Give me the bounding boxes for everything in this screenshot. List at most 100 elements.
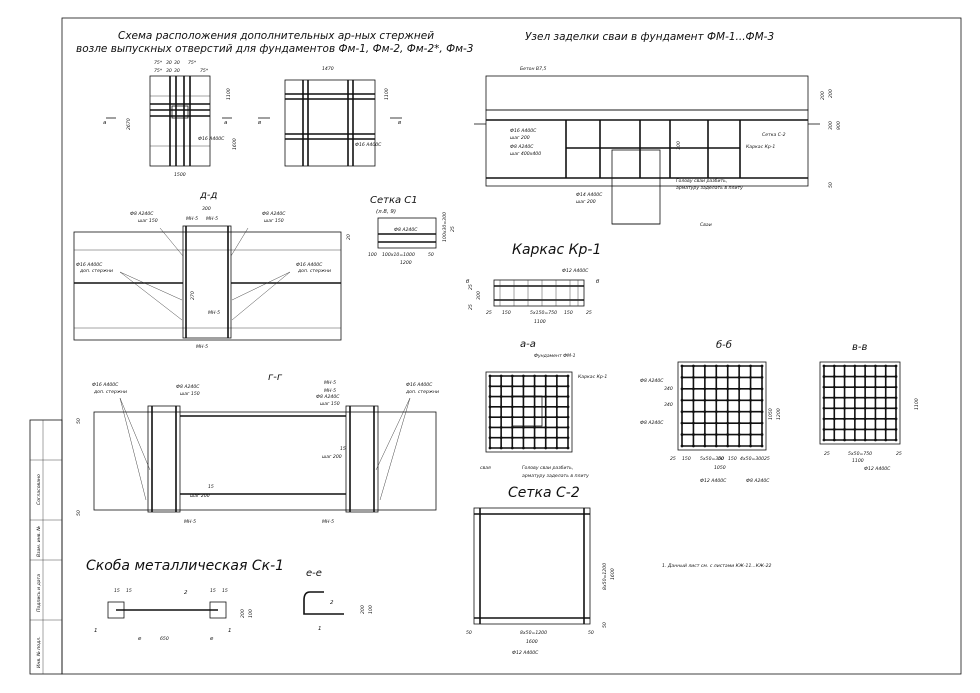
section-ee: е-е 200 100 2 1	[303, 568, 374, 632]
rebar-node	[884, 428, 888, 431]
pile-label-2: шаг 200	[510, 135, 530, 141]
gg-label-9: доп. стержни	[405, 390, 439, 395]
bb-dim-11: 1050	[768, 408, 774, 420]
bb-rebar-grid	[680, 364, 764, 448]
rebar-node	[566, 426, 570, 429]
rebar-node	[760, 421, 764, 425]
rebar-node	[863, 375, 867, 378]
bb-dim-6: 4х50=300	[740, 456, 764, 462]
karkas-dim-5: 25	[586, 310, 592, 316]
rebar-node	[555, 405, 559, 409]
dd-label-5: МН-5	[186, 216, 198, 222]
skoba-dim-4: 15	[210, 588, 216, 594]
gg-label-3: Ф8 А240С	[176, 384, 200, 390]
skoba-dim-2: 15	[126, 588, 132, 594]
bb-dim-10: 340	[664, 402, 673, 408]
rebar-node	[760, 410, 764, 414]
skoba-marker-1: 1	[94, 628, 98, 634]
ee-dim-1: 200	[360, 605, 366, 614]
aa-label-5: арматуру заделать в плиту	[522, 474, 589, 479]
setka-c2-label: Ф12 А400С	[512, 650, 539, 656]
plt-dim-left: 2670	[126, 118, 132, 130]
rebar-node	[874, 385, 877, 389]
stamp-row-2: Взам. инв. №	[36, 526, 42, 557]
karkas-dim-9: 25	[468, 304, 474, 310]
rebar-node	[822, 364, 826, 368]
vv-label-1: Ф12 А400С	[864, 466, 891, 472]
sheet-frame	[61, 17, 962, 675]
rebar-node	[555, 426, 559, 429]
pile-label-4: шаг 400х400	[510, 151, 541, 157]
karkas-dim-8: 25	[468, 284, 474, 290]
rebar-node	[749, 387, 752, 391]
setka-c2-dim-7: 50	[602, 622, 608, 628]
karkas-title: Каркас Кр-1	[512, 242, 601, 258]
dd-dim-1: 300	[202, 206, 211, 212]
bb-dim-7: 25	[764, 456, 770, 462]
karkas-label: Ф12 А400С	[562, 268, 589, 274]
bb-label-2: Ф8 А240С	[640, 420, 664, 426]
rebar-node	[499, 374, 503, 378]
dd-dim-3: 20	[346, 234, 352, 240]
karkas-dim-6: 1100	[534, 319, 546, 325]
skoba-cut-left: е	[138, 636, 142, 642]
gg-label-13: 15	[208, 484, 214, 490]
skoba-marker-3: 1	[228, 628, 232, 634]
section-aa-title: а-а	[520, 339, 536, 350]
rebar-node	[737, 364, 741, 368]
rebar-node	[544, 415, 548, 419]
setka-c1-dim-4: 50	[428, 252, 434, 258]
dd-label-1: Ф8 А240С	[130, 211, 154, 217]
pile-dim-4: 50	[828, 182, 834, 188]
rebar-node	[894, 396, 898, 400]
dd-label-9: Ф16 А400С	[296, 262, 323, 268]
karkas-dim-2: 150	[502, 310, 511, 316]
rebar-node	[853, 375, 857, 378]
pile-node: Бетон В7,5 Ф16 А400С шаг 200 Ф8 А240С ша…	[474, 66, 842, 228]
rebar-node	[544, 426, 548, 429]
rebar-node	[555, 415, 559, 419]
rebar-node	[726, 410, 730, 414]
rebar-node	[760, 444, 764, 448]
rebar-node	[832, 375, 836, 378]
rebar-node	[832, 364, 836, 368]
gg-dim-1: 50	[76, 418, 82, 424]
bb-dim-5: 150	[728, 456, 737, 462]
vv-dim-3: 25	[896, 451, 902, 457]
pile-label-5: Ф14 А400С	[576, 192, 603, 198]
rebar-node	[760, 387, 764, 391]
gg-label-12: шаг 200	[322, 454, 342, 460]
stamp-row-3: Подпись и дата	[36, 574, 42, 612]
setka-c2-title: Сетка С-2	[508, 485, 580, 501]
setka-c1-dim-5: 100х30=300	[442, 212, 448, 242]
rebar-node	[737, 410, 741, 414]
rebar-node	[544, 374, 548, 378]
pile-dim-1: 200	[828, 89, 834, 98]
rebar-node	[714, 364, 718, 368]
skoba-title: Скоба металлическая Ск-1	[86, 558, 284, 574]
setka-c1-dim-2: 1200	[400, 260, 412, 266]
rebar-node	[884, 406, 888, 410]
rebar-node	[726, 387, 730, 391]
rebar-node	[692, 376, 695, 379]
dd-label-3: Ф8 А240С	[262, 211, 286, 217]
rebar-node	[522, 405, 525, 409]
rebar-node	[894, 375, 898, 378]
rebar-node	[737, 376, 741, 379]
skoba-cut-right: е	[210, 636, 214, 642]
bb-dim-1: 25	[670, 456, 676, 462]
pile-label-11: Каркас Кр-1	[746, 144, 775, 150]
aa-label-2: Каркас Кр-1	[578, 374, 607, 380]
rebar-node	[737, 387, 741, 391]
bb-dim-2: 150	[682, 456, 691, 462]
rebar-node	[843, 375, 846, 378]
dd-label-12: МН-5	[196, 344, 208, 350]
aa-label-1: Фундамент ФМ-1	[534, 353, 576, 359]
rebar-node	[566, 405, 570, 409]
plan-top-right: 1470 1100 Ф16 А400С в в	[258, 66, 402, 167]
skoba: Скоба металлическая Ск-1 15 15 650 15 15…	[86, 558, 284, 642]
rebar-node	[749, 398, 752, 402]
rebar-node	[533, 405, 536, 409]
pile-label-3: Ф8 А240С	[510, 144, 534, 150]
